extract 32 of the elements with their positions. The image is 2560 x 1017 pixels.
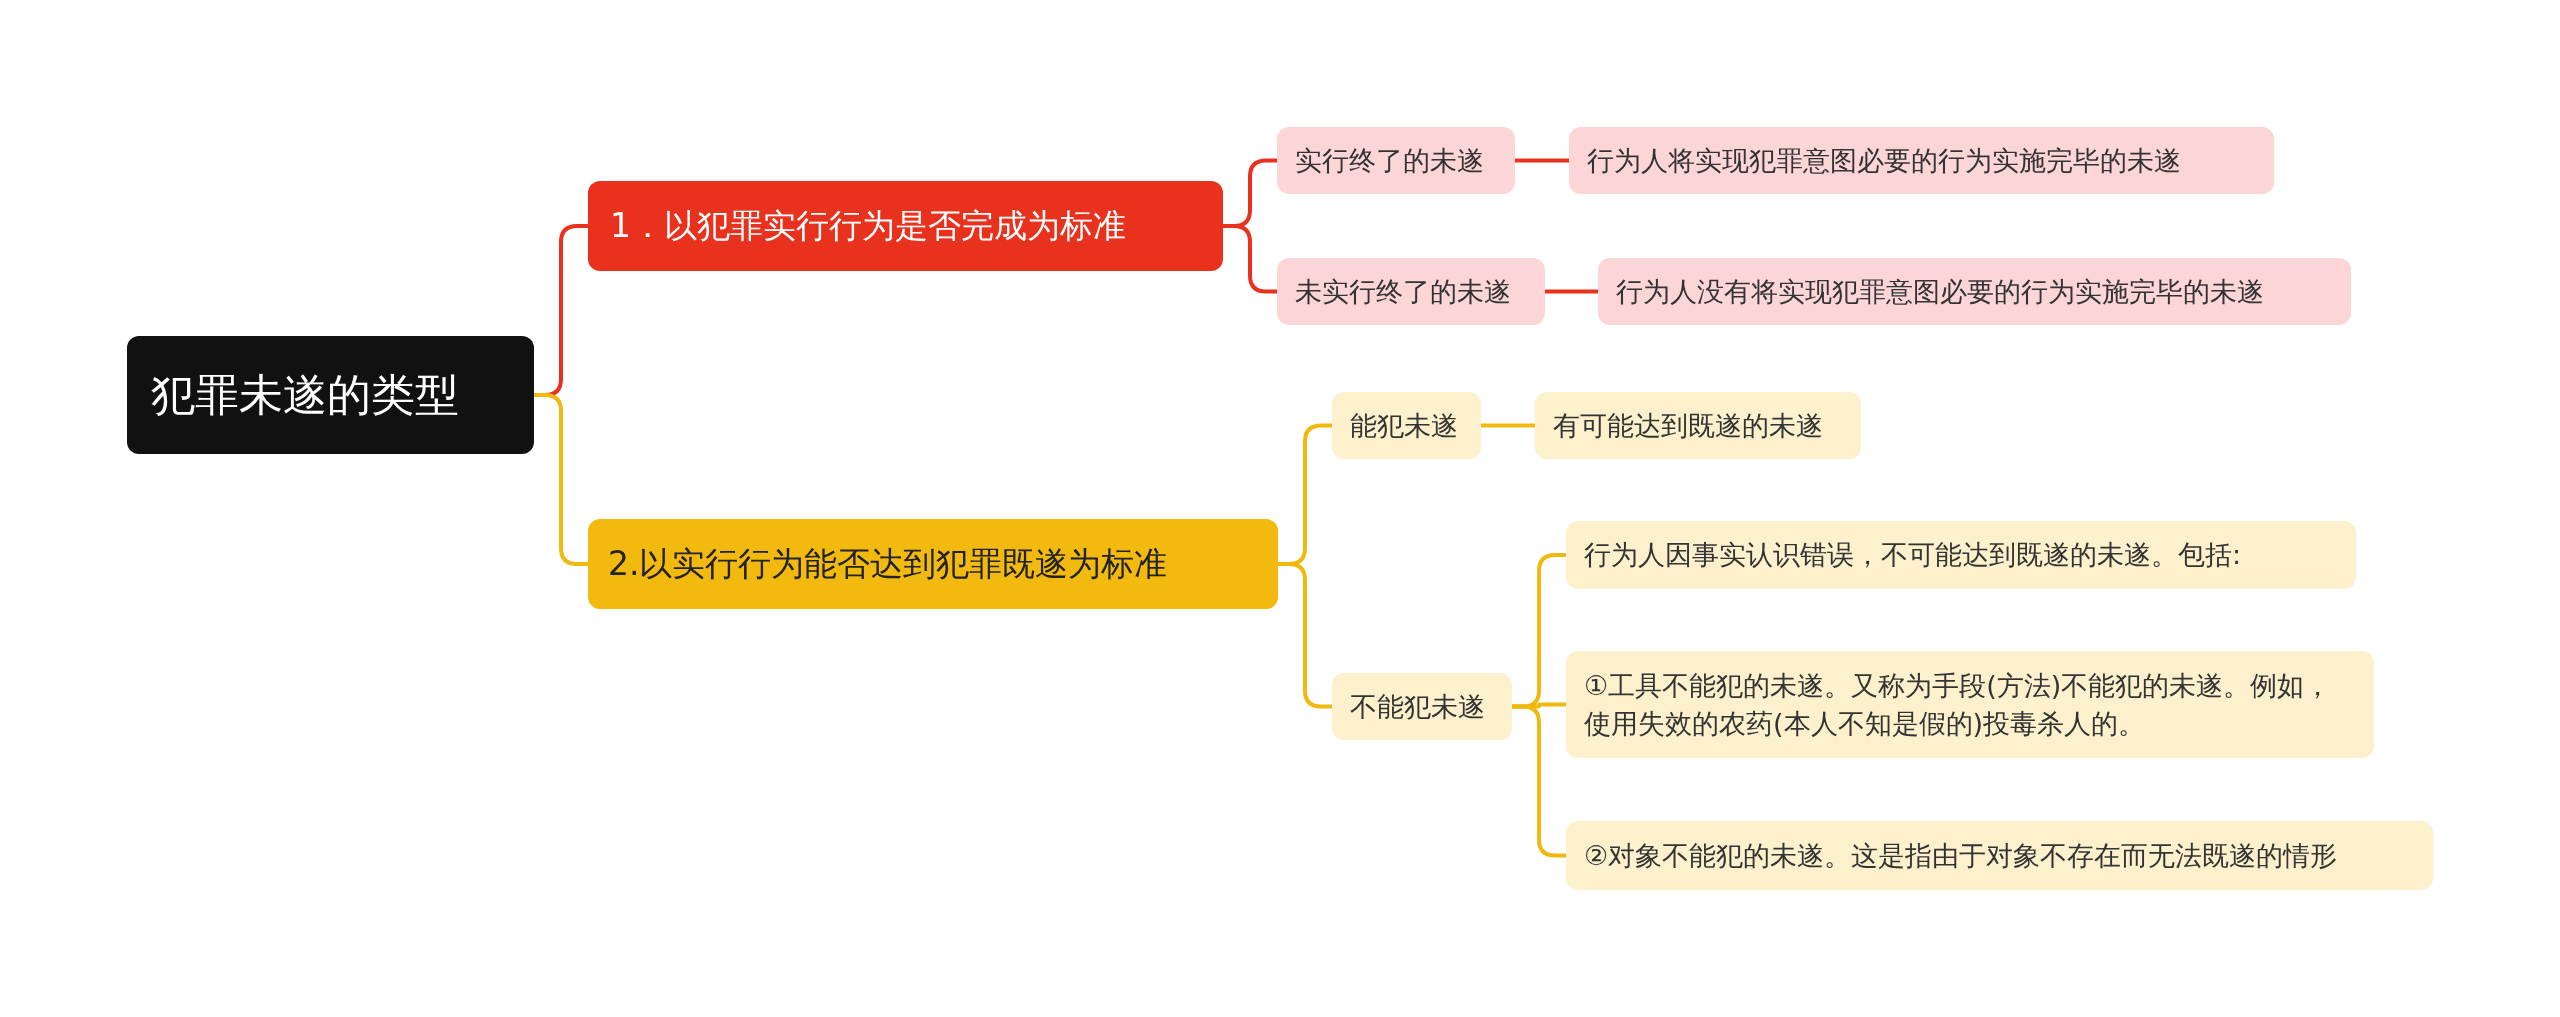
- node-text: ①工具不能犯的未遂。又称为手段(方法)不能犯的未遂。例如，使用失效的农药(本人不知是假的)投毒杀人的。: [1584, 668, 2333, 741]
- node-text: 有可能达到既遂的未遂: [1553, 408, 1823, 443]
- connector-line: [1481, 423, 1535, 428]
- branch-box: [588, 181, 1223, 271]
- node-text: 1．以犯罪实行行为是否完成为标准: [610, 204, 1126, 247]
- node-text: 行为人没有将实现犯罪意图必要的行为实施完毕的未遂: [1616, 274, 2264, 309]
- leaf-box: [1566, 521, 2356, 589]
- leaf-box: [1569, 127, 2274, 194]
- node-text: 不能犯未遂: [1350, 689, 1485, 724]
- leaf-box: [1277, 258, 1545, 325]
- node-text: 行为人将实现犯罪意图必要的行为实施完毕的未遂: [1587, 143, 2181, 178]
- leaf-box: [1277, 127, 1515, 194]
- node-text: 能犯未遂: [1350, 408, 1458, 443]
- node-text: ②对象不能犯的未遂。这是指由于对象不存在而无法既遂的情形: [1584, 838, 2338, 873]
- leaf-box: [1566, 821, 2433, 890]
- leaf-box: [1332, 392, 1481, 459]
- branch-box: [588, 519, 1278, 609]
- connector-line: [1545, 289, 1598, 294]
- leaf-box: [1332, 673, 1512, 740]
- node-text: 行为人因事实认识错误，不可能达到既遂的未遂。包括:: [1584, 538, 2242, 573]
- leaf-box: [1566, 651, 2374, 758]
- connector-line: [1278, 562, 1332, 709]
- connector-line: [1515, 158, 1569, 163]
- connector-line: [534, 393, 588, 566]
- connector-line: [1512, 704, 1566, 858]
- leaf-box: [1598, 258, 2351, 325]
- node-text: 2.以实行行为能否达到犯罪既遂为标准: [608, 542, 1168, 585]
- leaf-box: [1535, 392, 1861, 459]
- node-text: 未实行终了的未遂: [1295, 274, 1511, 309]
- node-text: 犯罪未遂的类型: [151, 368, 459, 423]
- topic-box: [127, 336, 534, 454]
- node-text: 实行终了的未遂: [1295, 143, 1484, 178]
